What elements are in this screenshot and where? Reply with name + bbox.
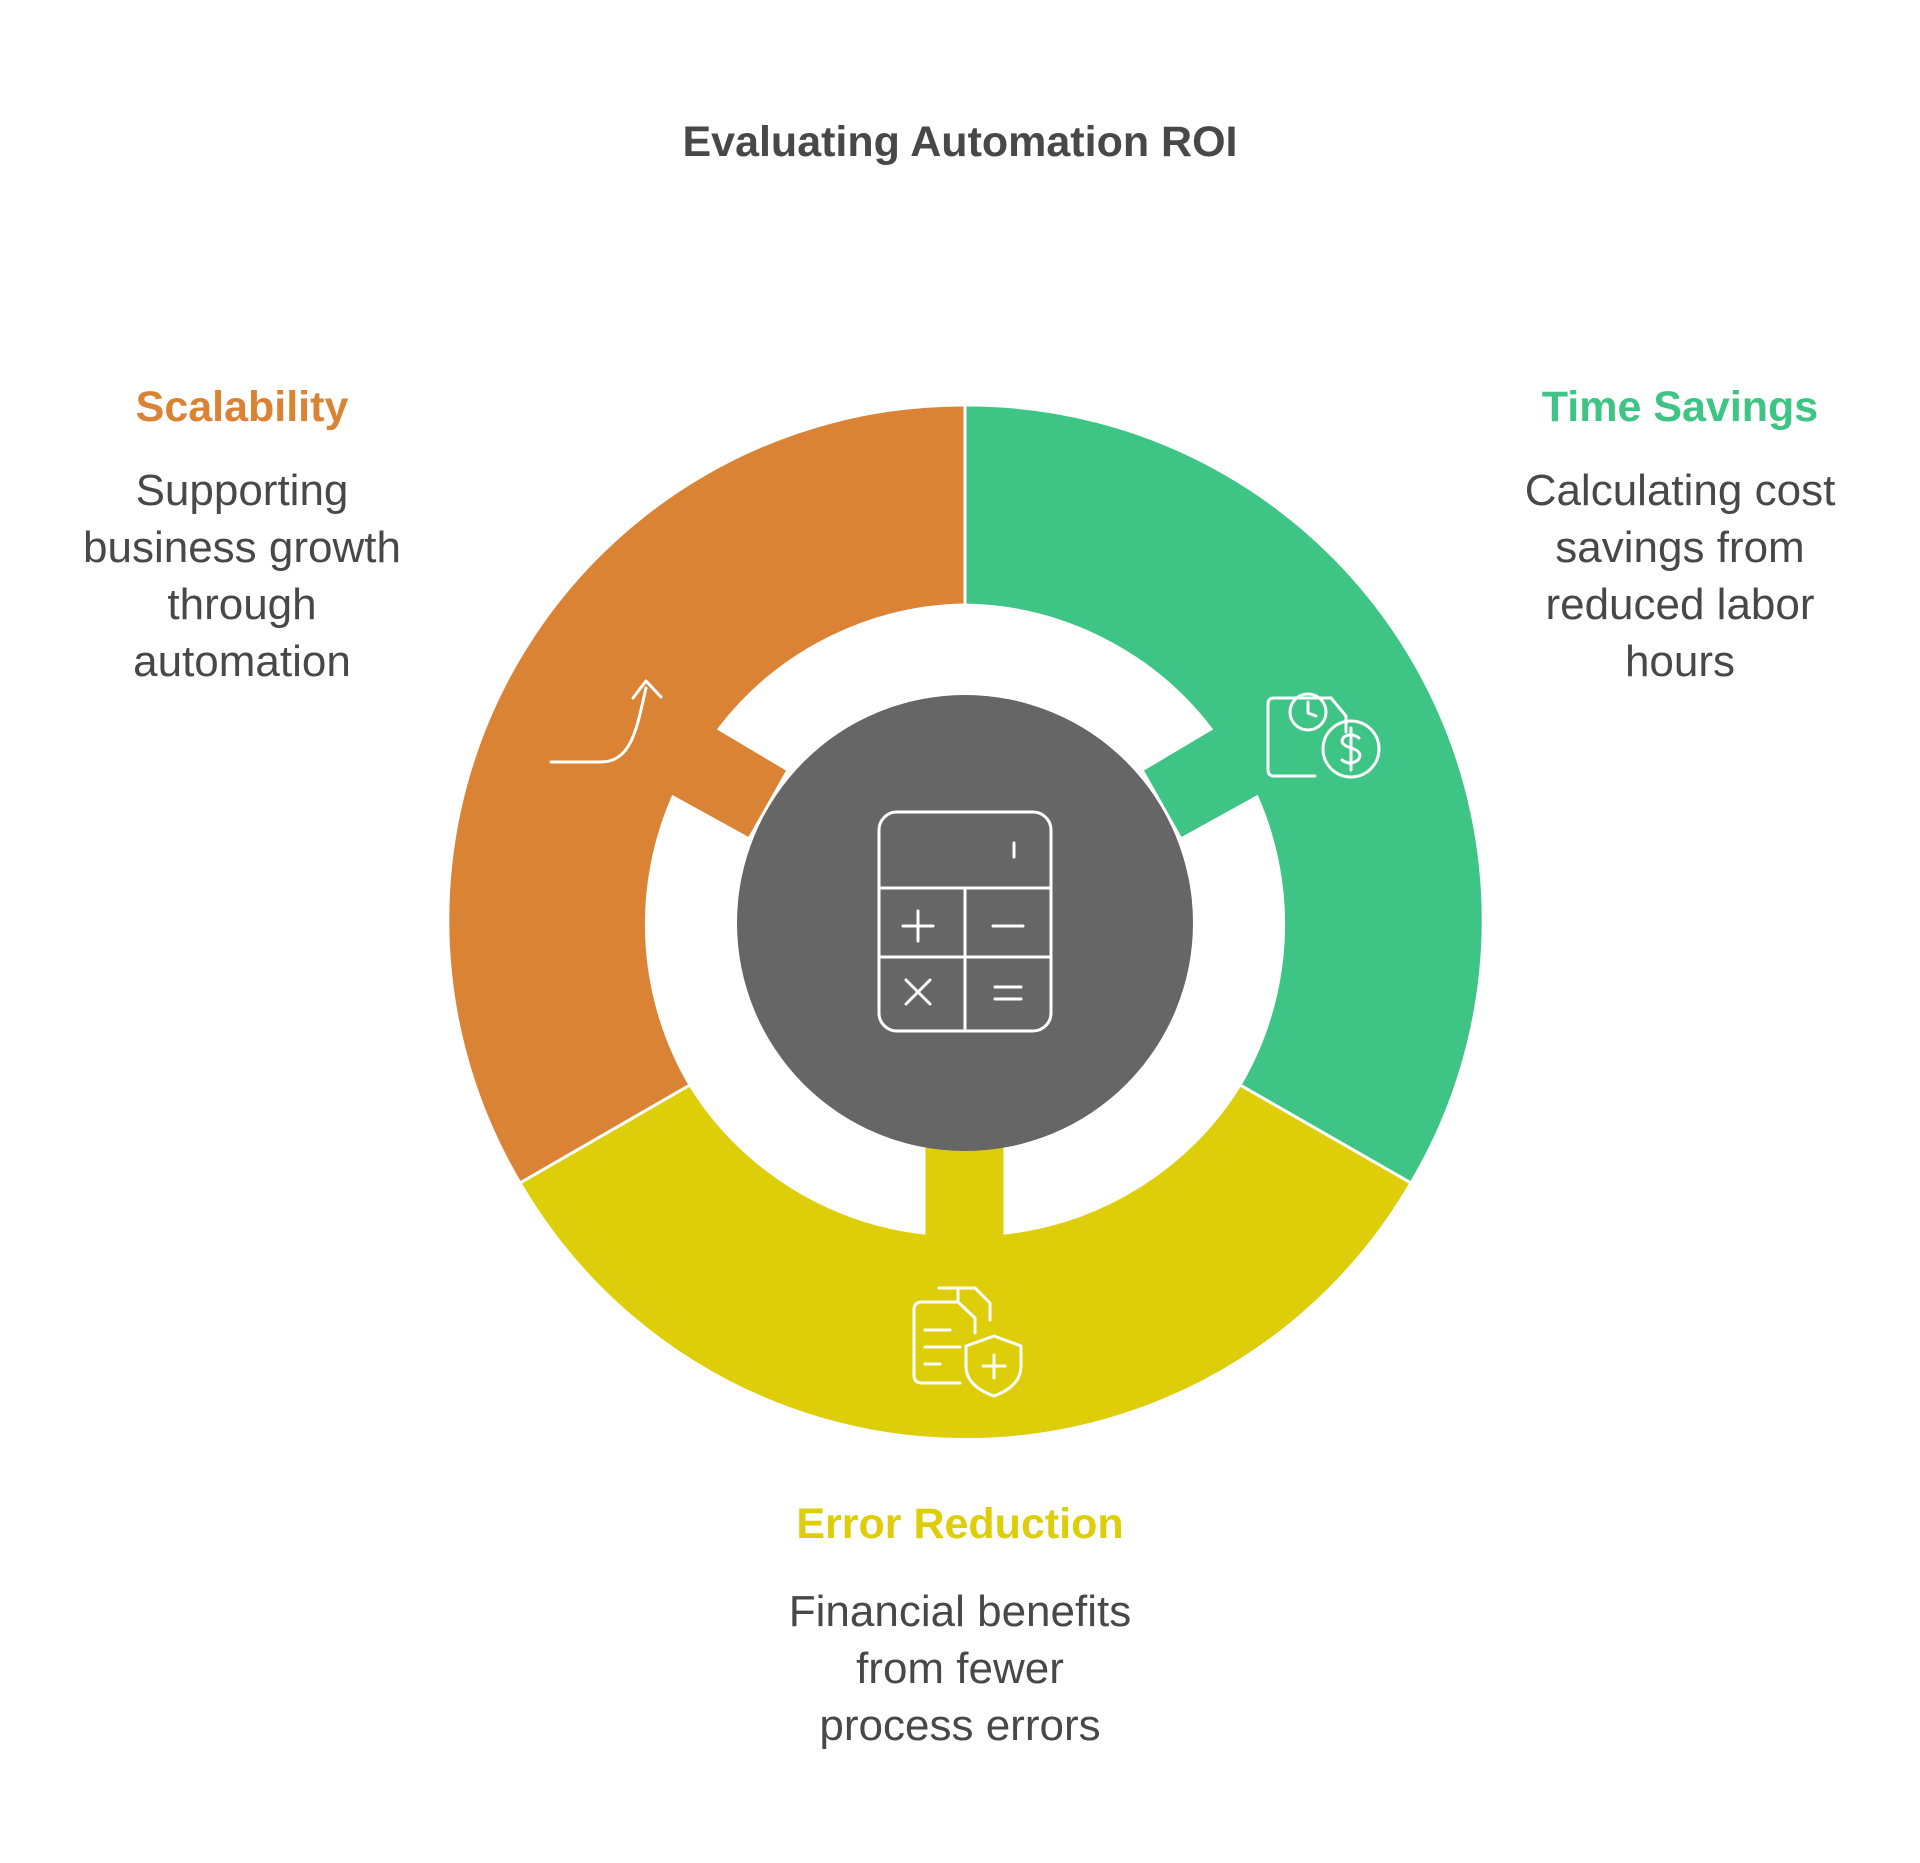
time-savings-description: Calculating cost savings from reduced la…	[1440, 462, 1920, 690]
error-reduction-segment	[517, 1082, 1414, 1442]
scalability-description: Supporting business growth through autom…	[0, 462, 484, 690]
time-savings-desc-line: savings from	[1555, 523, 1805, 572]
time-savings-segment	[963, 403, 1485, 1186]
time-savings-label: Time Savings	[1541, 383, 1819, 431]
scalability-desc-line: through	[167, 580, 317, 629]
diagram-title: Evaluating Automation ROI	[682, 118, 1238, 166]
scalability-segment	[446, 403, 967, 1186]
time-savings-desc-line: hours	[1624, 637, 1736, 686]
error-reduction-label: Error Reduction	[796, 1500, 1124, 1548]
scalability-desc-line: Supporting	[135, 466, 349, 515]
document-shield-icon	[912, 1286, 1023, 1398]
error-reduction-description: Financial benefits from fewer process er…	[660, 1583, 1260, 1754]
scalability-label: Scalability	[135, 383, 349, 431]
scalability-desc-line: automation	[133, 637, 351, 686]
time-savings-desc-line: Calculating cost	[1524, 466, 1836, 515]
error-reduction-desc-line: process errors	[819, 1701, 1101, 1750]
error-reduction-desc-line: from fewer	[856, 1644, 1064, 1693]
calculator-icon	[877, 810, 1053, 1033]
scalability-desc-line: business growth	[83, 523, 401, 572]
trend-up-arrow-icon	[549, 679, 663, 764]
time-savings-desc-line: reduced labor	[1545, 580, 1815, 629]
error-reduction-desc-line: Financial benefits	[788, 1587, 1132, 1636]
clock-dollar-document-icon	[1266, 692, 1381, 779]
